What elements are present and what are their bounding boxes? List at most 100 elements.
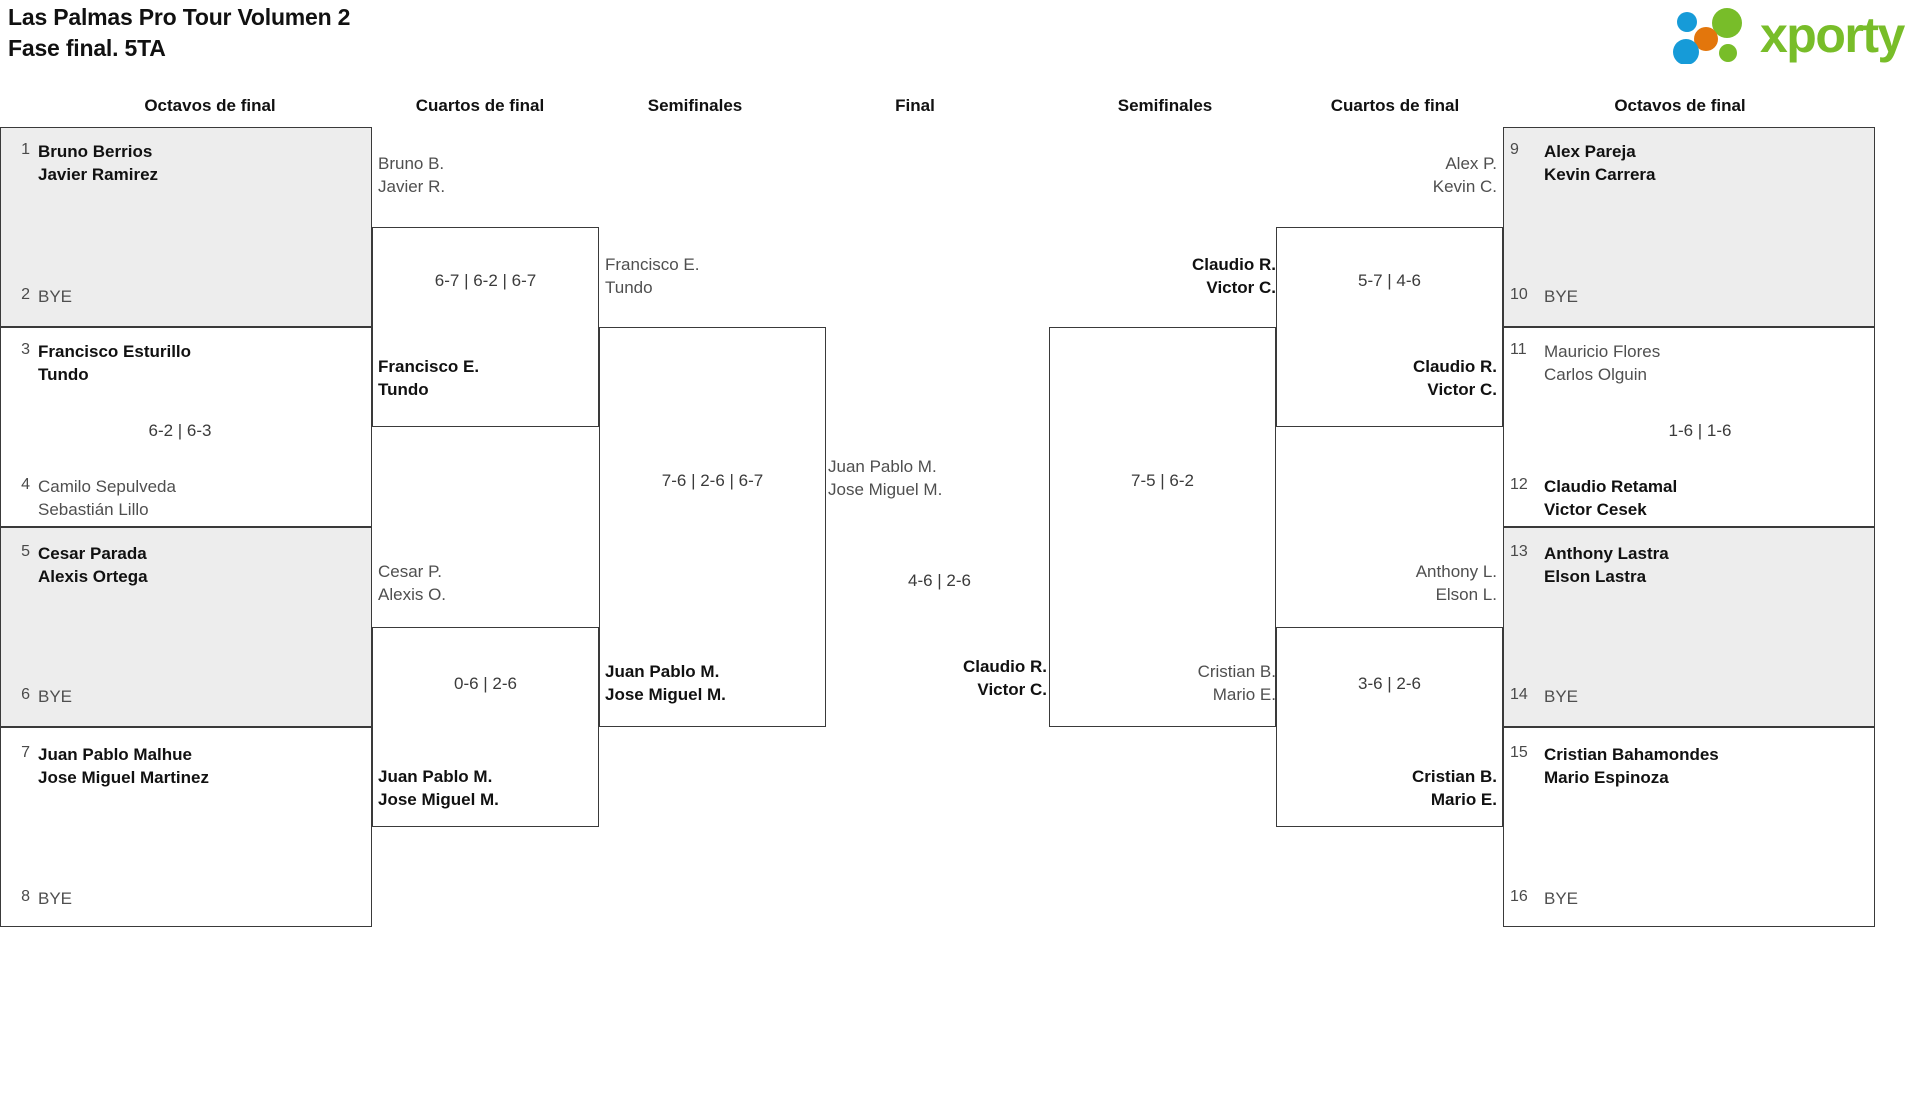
player-1: Cristian Bahamondes	[1544, 745, 1719, 764]
player-2: Mario E.	[1212, 685, 1276, 704]
left-qf-match-2-box[interactable]	[372, 627, 599, 827]
player-2: Elson Lastra	[1544, 567, 1647, 586]
player-2: Alexis Ortega	[38, 567, 148, 586]
final-team-right[interactable]: Claudio R. Victor C.	[827, 655, 1047, 701]
right-r16-slot-15[interactable]: 15 Cristian Bahamondes Mario Espinoza	[1510, 743, 1719, 789]
right-sf-team-2[interactable]: Cristian B. Mario E.	[1056, 660, 1276, 706]
bye-label: BYE	[1544, 889, 1579, 908]
right-qf-team-2[interactable]: Claudio R. Victor C.	[1283, 355, 1497, 401]
left-r16-match-3-box[interactable]	[0, 527, 372, 727]
player-2: Tundo	[38, 365, 89, 384]
player-1: Bruno Berrios	[38, 142, 153, 161]
final-match-box[interactable]	[1049, 327, 1276, 727]
player-1: Cristian B.	[1197, 662, 1276, 681]
seed-number: 2	[21, 286, 30, 303]
left-r16-slot-8[interactable]: 8 BYE	[4, 887, 72, 911]
right-qf-score-2: 3-6 | 2-6	[1357, 674, 1421, 693]
round-header-semis-right: Semifinales	[1117, 96, 1213, 115]
seed-number: 1	[21, 141, 30, 158]
right-r16-slot-10[interactable]: 10 BYE	[1510, 285, 1578, 309]
right-sf-team-1[interactable]: Claudio R. Victor C.	[1056, 253, 1276, 299]
right-sf-score: 7-5 | 6-2	[1130, 471, 1194, 490]
right-qf-team-4[interactable]: Cristian B. Mario E.	[1283, 765, 1497, 811]
bye-label: BYE	[38, 687, 73, 706]
left-sf-match-box[interactable]	[599, 327, 826, 727]
left-r16-slot-1[interactable]: 1 Bruno Berrios Javier Ramirez	[4, 140, 158, 186]
left-qf-team-4[interactable]: Juan Pablo M. Jose Miguel M.	[378, 765, 499, 811]
seed-number: 6	[21, 686, 30, 703]
right-r16-slot-16[interactable]: 16 BYE	[1510, 887, 1578, 911]
team-names: Claudio Retamal Victor Cesek	[1544, 475, 1677, 521]
tournament-title-line-2: Fase final. 5TA	[8, 35, 166, 61]
round-header-cuartos-right: Cuartos de final	[1330, 96, 1460, 115]
team-names: Alex Pareja Kevin Carrera	[1544, 140, 1656, 186]
player-1: Juan Pablo Malhue	[38, 745, 192, 764]
right-r16-slot-9[interactable]: 9 Alex Pareja Kevin Carrera	[1510, 140, 1656, 186]
player-1: Claudio R.	[962, 657, 1047, 676]
logo-wordmark: xporty	[1760, 7, 1905, 63]
player-2: Jose Miguel M.	[828, 480, 943, 499]
left-r16-slot-6[interactable]: 6 BYE	[4, 685, 72, 709]
left-sf-team-1[interactable]: Francisco E. Tundo	[605, 253, 699, 299]
left-r16-slot-4[interactable]: 4 Camilo Sepulveda Sebastián Lillo	[4, 475, 176, 521]
player-2: Mario Espinoza	[1544, 768, 1669, 787]
seed-number: 12	[1510, 476, 1528, 493]
right-r16-slot-14[interactable]: 14 BYE	[1510, 685, 1578, 709]
seed-number: 8	[21, 888, 30, 905]
right-qf-team-3[interactable]: Anthony L. Elson L.	[1283, 560, 1497, 606]
left-r16-match-2-box[interactable]	[0, 327, 372, 527]
player-1: Claudio Retamal	[1544, 477, 1678, 496]
player-2: Tundo	[605, 278, 653, 297]
xporty-logo: xporty	[1672, 6, 1912, 66]
bye-label: BYE	[1544, 687, 1579, 706]
right-r16-score-2: 1-6 | 1-6	[1668, 421, 1732, 440]
team-names: Cesar Parada Alexis Ortega	[38, 542, 148, 588]
player-2: Javier R.	[378, 177, 446, 196]
left-r16-score-2: 6-2 | 6-3	[148, 421, 212, 440]
bye-label: BYE	[1544, 287, 1579, 306]
right-r16-slot-13[interactable]: 13 Anthony Lastra Elson Lastra	[1510, 542, 1669, 588]
left-r16-slot-7[interactable]: 7 Juan Pablo Malhue Jose Miguel Martinez	[4, 743, 209, 789]
right-qf-match-2-box[interactable]	[1276, 627, 1503, 827]
player-1: Francisco E.	[605, 255, 700, 274]
player-1: Mauricio Flores	[1544, 342, 1661, 361]
left-qf-match-1-box[interactable]	[372, 227, 599, 427]
player-2: Javier Ramirez	[38, 165, 159, 184]
left-qf-team-3[interactable]: Cesar P. Alexis O.	[378, 560, 446, 606]
left-r16-match-4-box[interactable]	[0, 727, 372, 927]
right-r16-slot-12[interactable]: 12 Claudio Retamal Victor Cesek	[1510, 475, 1677, 521]
seed-number: 9	[1510, 141, 1519, 158]
right-qf-match-1-box[interactable]	[1276, 227, 1503, 427]
right-r16-match-1-box[interactable]	[1503, 127, 1875, 327]
seed-number: 7	[21, 744, 30, 761]
left-r16-slot-2[interactable]: 2 BYE	[4, 285, 72, 309]
team-names: Bruno Berrios Javier Ramirez	[38, 140, 158, 186]
right-r16-slot-11[interactable]: 11 Mauricio Flores Carlos Olguin	[1510, 340, 1660, 386]
seed-number: 3	[21, 341, 30, 358]
seed-number: 4	[21, 476, 30, 493]
player-2: Victor C.	[1427, 380, 1497, 399]
left-qf-team-2[interactable]: Francisco E. Tundo	[378, 355, 479, 401]
right-r16-match-2-box[interactable]	[1503, 327, 1875, 527]
player-1: Alex Pareja	[1544, 142, 1636, 161]
left-r16-slot-5[interactable]: 5 Cesar Parada Alexis Ortega	[4, 542, 148, 588]
final-score: 4-6 | 2-6	[907, 571, 971, 590]
final-team-left[interactable]: Juan Pablo M. Jose Miguel M.	[828, 455, 942, 501]
team-names: Juan Pablo Malhue Jose Miguel Martinez	[38, 743, 209, 789]
bye-label: BYE	[38, 889, 73, 908]
left-sf-team-2[interactable]: Juan Pablo M. Jose Miguel M.	[605, 660, 726, 706]
right-r16-match-4-box[interactable]	[1503, 727, 1875, 927]
player-2: Victor C.	[977, 680, 1047, 699]
left-qf-team-1[interactable]: Bruno B. Javier R.	[378, 152, 445, 198]
seed-number: 14	[1510, 686, 1528, 703]
left-r16-slot-3[interactable]: 3 Francisco Esturillo Tundo	[4, 340, 191, 386]
player-1: Juan Pablo M.	[605, 662, 720, 681]
left-r16-match-1-box[interactable]	[0, 127, 372, 327]
player-2: Carlos Olguin	[1544, 365, 1647, 384]
right-qf-team-1[interactable]: Alex P. Kevin C.	[1283, 152, 1497, 198]
round-header-final: Final	[895, 96, 935, 115]
right-r16-match-3-box[interactable]	[1503, 527, 1875, 727]
logo-dots-icon	[1673, 8, 1742, 64]
player-2: Tundo	[378, 380, 429, 399]
